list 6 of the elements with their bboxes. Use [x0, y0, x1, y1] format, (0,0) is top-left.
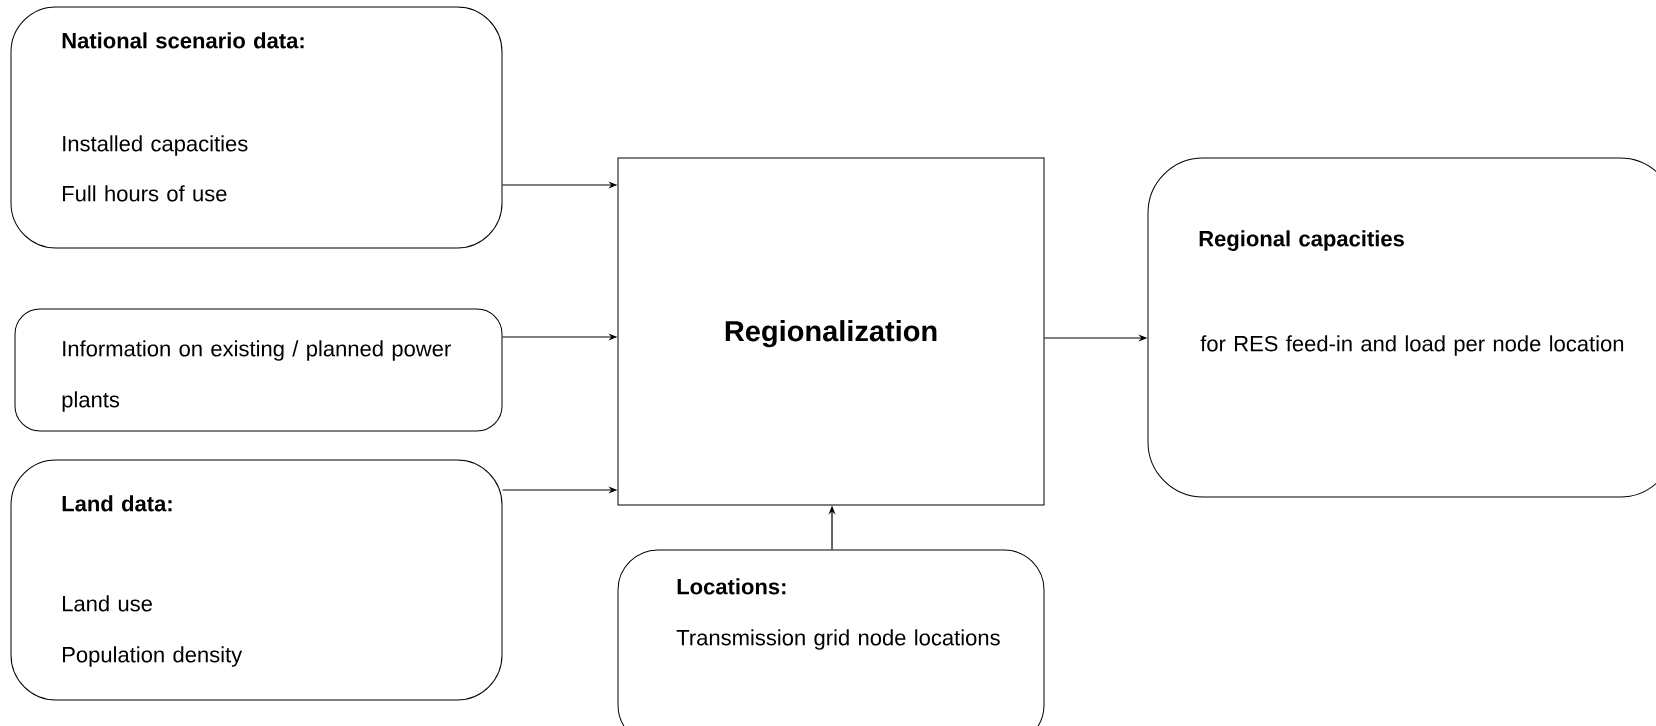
input-box: Land data: Land use Population density — [10, 459, 503, 701]
process-box: Regionalization — [617, 157, 1045, 506]
input-box: National scenario data: Installed capacities Full hours of use — [10, 6, 503, 249]
input-box: Information on existing / planned power plants — [14, 308, 503, 432]
output-box: Regional capacities for RES feed-in and load per node location — [1147, 157, 1656, 498]
input-box: Locations: Transmission grid node locations — [617, 549, 1045, 726]
